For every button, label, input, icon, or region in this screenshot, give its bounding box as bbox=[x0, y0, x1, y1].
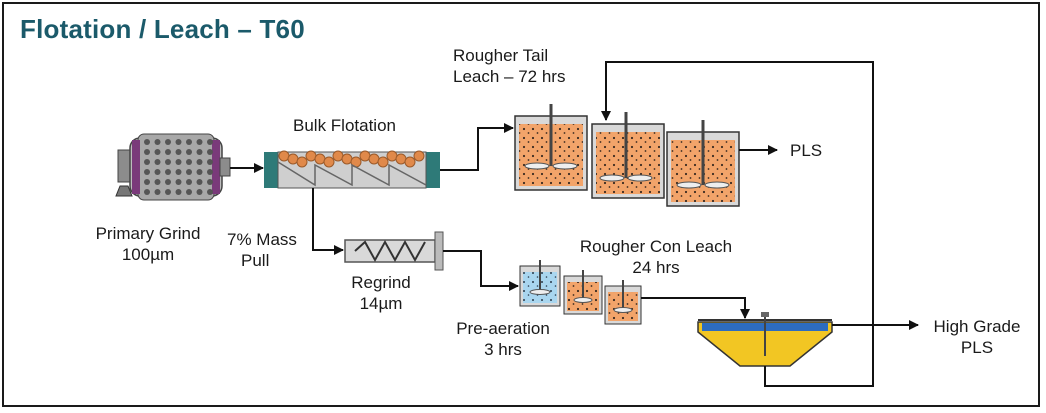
pre-aeration-label: Pre-aeration 3 hrs bbox=[448, 318, 558, 360]
mill-hole bbox=[207, 189, 213, 195]
mill-hole bbox=[186, 159, 192, 165]
froth-bubble bbox=[377, 156, 389, 168]
mill-hole bbox=[144, 169, 150, 175]
page-title: Flotation / Leach – T60 bbox=[20, 14, 305, 44]
mill-hole bbox=[165, 179, 171, 185]
tail-leach-tank-3 bbox=[666, 120, 740, 207]
rougher-con-leach-label: Rougher Con Leach 24 hrs bbox=[566, 236, 746, 278]
mill-hole bbox=[196, 189, 203, 195]
mass-pull-arrow bbox=[312, 188, 344, 255]
mill-hole bbox=[186, 179, 192, 185]
mill-hole bbox=[144, 159, 150, 165]
rougher-tail-leach-label-line1: Rougher Tail bbox=[453, 46, 549, 65]
rougher-tail-leach-label: Rougher Tail Leach – 72 hrs bbox=[453, 45, 565, 87]
mill-hole bbox=[196, 159, 203, 165]
mill-hole bbox=[196, 139, 203, 145]
high-grade-pls-label-line1: High Grade bbox=[933, 317, 1021, 336]
mill-hole bbox=[186, 169, 192, 175]
mill-hole bbox=[144, 189, 150, 195]
tail-leach-tank-1 bbox=[514, 104, 588, 191]
mill-hole bbox=[154, 149, 161, 155]
mill-hole bbox=[175, 189, 182, 195]
primary-grind-label-line2: 100µm bbox=[121, 245, 175, 264]
bulk-flotation-label: Bulk Flotation bbox=[293, 116, 396, 135]
froth-bubble bbox=[305, 150, 317, 162]
mill-hole bbox=[175, 159, 182, 165]
froth-bubble bbox=[278, 150, 290, 162]
mill-hole bbox=[144, 139, 150, 145]
mill-hole bbox=[207, 139, 213, 145]
mill-hole bbox=[144, 179, 150, 185]
mass-pull-label: 7% Mass Pull bbox=[227, 229, 297, 271]
mill-hole bbox=[154, 179, 161, 185]
mill-hole bbox=[186, 189, 192, 195]
regrind-label-line2: 14µm bbox=[359, 294, 403, 313]
con-leach-tank-2 bbox=[604, 280, 642, 325]
pre-aeration-label-line2: 3 hrs bbox=[484, 340, 522, 359]
froth-bubble bbox=[359, 150, 371, 162]
mill-hole bbox=[165, 189, 171, 195]
rougher-con-leach-label-line2: 24 hrs bbox=[632, 258, 680, 277]
diagram-frame bbox=[2, 2, 1040, 407]
mill-hole bbox=[196, 179, 203, 185]
flow-lines bbox=[230, 61, 919, 387]
thickener-underflow-recycle-arrow bbox=[601, 61, 874, 387]
mill-hole bbox=[165, 139, 171, 145]
con-leach-to-thickener-arrow bbox=[641, 297, 750, 319]
high-grade-pls-label: High Grade PLS bbox=[922, 316, 1032, 358]
mass-pull-label-line2: Pull bbox=[241, 251, 270, 270]
mill-hole bbox=[207, 169, 213, 175]
froth-bubble bbox=[314, 153, 326, 165]
mill-hole bbox=[154, 169, 161, 175]
mill-hole bbox=[207, 159, 213, 165]
mill-hole bbox=[207, 149, 213, 155]
rougher-tail-leach-label-line2: Leach – 72 hrs bbox=[453, 67, 566, 86]
mill-hole bbox=[175, 149, 182, 155]
thickener-icon bbox=[697, 312, 833, 367]
froth-bubble bbox=[368, 153, 380, 165]
primary-grind-label: Primary Grind 100µm bbox=[78, 223, 218, 265]
regrind-label: Regrind 14µm bbox=[336, 272, 426, 314]
froth-bubble bbox=[395, 153, 407, 165]
flotation-cell-icon bbox=[264, 150, 440, 189]
froth-bubble bbox=[287, 153, 299, 165]
high-grade-pls-label-line2: PLS bbox=[960, 338, 994, 357]
primary-grind-label-line1: Primary Grind bbox=[95, 224, 201, 243]
froth-bubble bbox=[296, 156, 308, 168]
regrind-mill-icon bbox=[344, 231, 444, 271]
froth-bubble bbox=[386, 150, 398, 162]
mill-hole bbox=[175, 139, 182, 145]
mill-hole bbox=[144, 149, 150, 155]
pre-aeration-label-line1: Pre-aeration bbox=[456, 319, 550, 338]
regrind-label-line1: Regrind bbox=[351, 273, 411, 292]
froth-bubble bbox=[341, 153, 353, 165]
regrind-to-preaeration-arrow bbox=[443, 250, 519, 291]
mill-hole bbox=[186, 139, 192, 145]
mill-hole bbox=[154, 159, 161, 165]
con-leach-tank-1 bbox=[563, 270, 603, 315]
mill-hole bbox=[196, 169, 203, 175]
mill-hole bbox=[165, 149, 171, 155]
mill-hole bbox=[175, 169, 182, 175]
mill-hole bbox=[175, 179, 182, 185]
froth-bubble bbox=[404, 156, 416, 168]
mass-pull-label-line1: 7% Mass bbox=[227, 230, 297, 249]
tail-leach-tank-2 bbox=[591, 112, 665, 199]
pre-aeration-tank bbox=[519, 260, 561, 307]
ball-mill-icon bbox=[115, 133, 231, 201]
mill-hole bbox=[165, 169, 171, 175]
mill-hole bbox=[186, 149, 192, 155]
pls-label: PLS bbox=[790, 141, 823, 160]
froth-bubble bbox=[323, 156, 335, 168]
froth-bubble bbox=[332, 150, 344, 162]
froth-bubble bbox=[413, 150, 425, 162]
mill-hole bbox=[154, 189, 161, 195]
mill-hole bbox=[165, 159, 171, 165]
mill-hole bbox=[207, 179, 213, 185]
mill-hole bbox=[154, 139, 161, 145]
mill-hole bbox=[196, 149, 203, 155]
flotation-to-tail-leach-arrow bbox=[440, 123, 514, 171]
rougher-con-leach-label-line1: Rougher Con Leach bbox=[579, 237, 733, 256]
